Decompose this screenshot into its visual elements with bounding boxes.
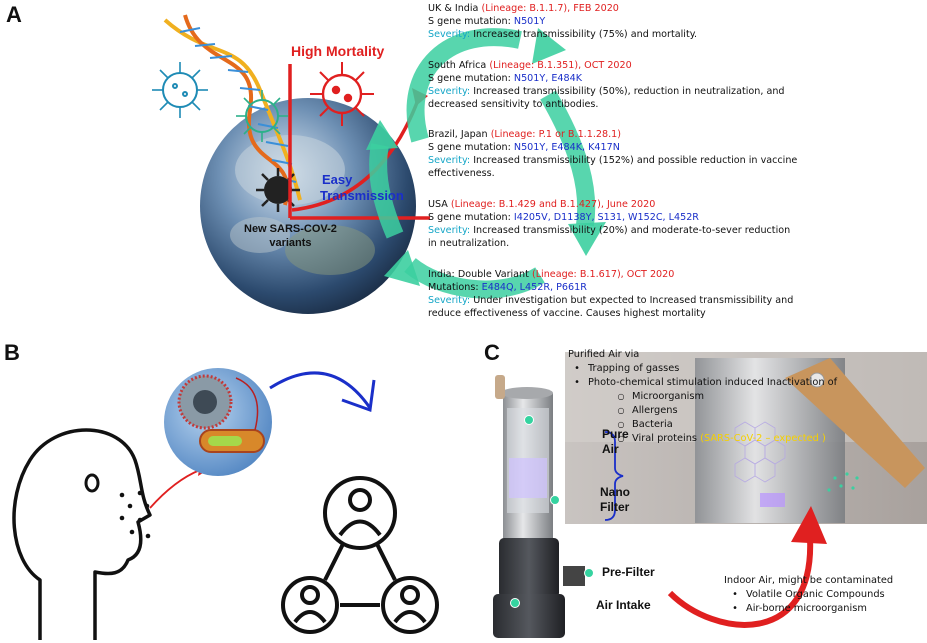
mutation-label: S gene mutation: bbox=[428, 73, 514, 84]
pre-filter-label: Pre-Filter bbox=[600, 565, 657, 579]
pure-label: Pure bbox=[602, 427, 629, 441]
variant-header: Brazil, Japan bbox=[428, 129, 491, 140]
airflow-arrow bbox=[667, 537, 814, 628]
purify-subitem: Bacteria bbox=[610, 418, 837, 432]
air-intake-label: Air Intake bbox=[596, 598, 651, 612]
severity-text-cont: in neutralization. bbox=[428, 238, 510, 249]
severity-text-cont: reduce effectiveness of vaccine. Causes … bbox=[428, 308, 706, 319]
mutation-label: S gene mutation: bbox=[428, 16, 514, 27]
severity-text: Increased transmissibility (20%) and mod… bbox=[473, 225, 791, 236]
severity-label: Severity: bbox=[428, 225, 474, 236]
severity-text: Increased transmissibility (50%), reduct… bbox=[473, 86, 785, 97]
mutation-value: I4205V, D1138Y, S131, W152C, L452R bbox=[513, 212, 699, 223]
variant-lineage: (Lineage: B.1.1.7), FEB 2020 bbox=[481, 3, 619, 14]
panel-b-illustration bbox=[12, 368, 439, 640]
indoor-bullet: Volatile Organic Compounds bbox=[724, 588, 893, 602]
severity-text: Increased transmissibility (152%) and po… bbox=[473, 155, 798, 166]
mutation-label: Mutations: bbox=[428, 282, 482, 293]
variant-uk-india: UK & India (Lineage: B.1.1.7), FEB 2020 … bbox=[428, 2, 697, 41]
severity-text: Increased transmissibility (75%) and mor… bbox=[473, 29, 698, 40]
nano-label: Nano bbox=[600, 485, 630, 499]
variant-lineage: (Lineage: P.1 or B.1.1.28.1) bbox=[490, 129, 621, 140]
transmission-label: Transmission bbox=[320, 188, 404, 203]
mutation-value: N501Y bbox=[513, 16, 546, 27]
variant-india-double: India: Double Variant (Lineage: B.1.617)… bbox=[428, 268, 793, 320]
variant-lineage: (Lineage: B.1.429 and B.1.427), June 202… bbox=[450, 199, 656, 210]
pure-air-label: Pure Air bbox=[602, 427, 629, 457]
virus-icon-red bbox=[310, 62, 374, 126]
viral-note: (SARS-CoV-2 – expected ) bbox=[700, 433, 826, 444]
virus-icon-black bbox=[256, 168, 300, 212]
severity-label: Severity: bbox=[428, 155, 474, 166]
variant-south-africa: South Africa (Lineage: B.1.351), OCT 202… bbox=[428, 59, 785, 111]
new-variants-label: New SARS-COV-2 variants bbox=[244, 222, 337, 250]
mutation-value: N501Y, E484K, K417N bbox=[513, 142, 620, 153]
variant-header: South Africa bbox=[428, 60, 490, 71]
panel-label-c: C bbox=[484, 340, 500, 365]
virus-icon-green bbox=[236, 90, 288, 142]
nano-filter-label: Nano Filter bbox=[600, 485, 630, 515]
new-variants-line1: New SARS-COV-2 bbox=[244, 223, 337, 235]
indoor-air-box: Indoor Air, might be contaminated Volati… bbox=[724, 574, 893, 616]
severity-label: Severity: bbox=[428, 86, 474, 97]
new-variants-line2: variants bbox=[269, 237, 312, 249]
variant-lineage: (Lineage: B.1.351), OCT 2020 bbox=[489, 60, 632, 71]
mutation-value: N501Y, E484K bbox=[513, 73, 583, 84]
virus-icon-blue bbox=[152, 62, 208, 118]
filter-label: Filter bbox=[600, 500, 630, 514]
people-network-icon bbox=[281, 476, 439, 634]
air-label: Air bbox=[602, 442, 619, 456]
cycle-arrow bbox=[369, 28, 596, 299]
variant-brazil-japan: Brazil, Japan (Lineage: P.1 or B.1.1.28.… bbox=[428, 128, 797, 180]
indoor-air-title: Indoor Air, might be contaminated bbox=[724, 575, 894, 586]
severity-label: Severity: bbox=[428, 295, 474, 306]
high-mortality-label: High Mortality bbox=[291, 43, 385, 59]
easy-transmission-label: Easy Transmission bbox=[320, 172, 404, 204]
panel-label-b: B bbox=[4, 340, 20, 365]
purified-air-box: Purified Air via Trapping of gasses Phot… bbox=[566, 348, 837, 446]
purify-subitem: Viral proteins (SARS-CoV-2 – expected ) bbox=[610, 432, 837, 446]
severity-text: Under investigation but expected to Incr… bbox=[473, 295, 794, 306]
severity-text-cont: decreased sensitivity to antibodies. bbox=[428, 99, 599, 110]
easy-label: Easy bbox=[322, 172, 353, 187]
red-arrow bbox=[149, 469, 201, 509]
variant-lineage: (Lineage: B.1.617), OCT 2020 bbox=[531, 269, 675, 280]
panel-label-a: A bbox=[6, 2, 22, 27]
mutation-value: E484Q, L452R, P661R bbox=[481, 282, 587, 293]
variant-usa: USA (Lineage: B.1.429 and B.1.427), June… bbox=[428, 198, 790, 250]
blue-arrow bbox=[269, 371, 372, 409]
panel-a-illustration bbox=[152, 14, 606, 314]
variant-header: UK & India bbox=[428, 3, 482, 14]
severity-label: Severity: bbox=[428, 29, 474, 40]
droplets-icon bbox=[119, 490, 151, 539]
person-head-icon bbox=[12, 428, 152, 640]
severity-text-cont: effectiveness. bbox=[428, 168, 495, 179]
purified-air-title: Purified Air via bbox=[568, 349, 640, 360]
purify-bullet: Trapping of gasses bbox=[566, 362, 837, 376]
mutation-label: S gene mutation: bbox=[428, 212, 514, 223]
purify-subitem: Microorganism bbox=[610, 390, 837, 404]
purify-bullet: Photo-chemical stimulation induced Inact… bbox=[566, 376, 837, 390]
marker-dots bbox=[510, 415, 594, 608]
purify-subitem: Allergens bbox=[610, 404, 837, 418]
mutation-label: S gene mutation: bbox=[428, 142, 514, 153]
indoor-bullet: Air-borne microorganism bbox=[724, 602, 893, 616]
variant-header: USA bbox=[428, 199, 451, 210]
variant-header: India: Double Variant bbox=[428, 269, 532, 280]
